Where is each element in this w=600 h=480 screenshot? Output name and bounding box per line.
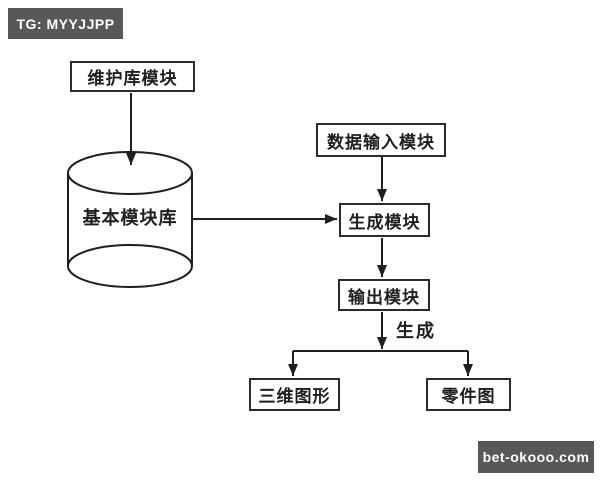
node-data-input-module: 数据输入模块 — [316, 123, 446, 157]
site-watermark-badge: bet-okooo.com — [478, 441, 594, 473]
node-output-module: 输出模块 — [338, 279, 430, 311]
edge-label-generate: 生成 — [396, 321, 436, 341]
node-part-drawing: 零件图 — [426, 378, 511, 411]
node-3d-graphics: 三维图形 — [249, 378, 340, 411]
node-generate-module: 生成模块 — [339, 203, 430, 237]
node-maintain-library-module: 维护库模块 — [70, 61, 195, 92]
database-cylinder-shape — [67, 151, 193, 288]
telegram-watermark-badge: TG: MYYJJPP — [8, 8, 123, 39]
node-basic-module-library-label: 基本模块库 — [82, 208, 178, 228]
